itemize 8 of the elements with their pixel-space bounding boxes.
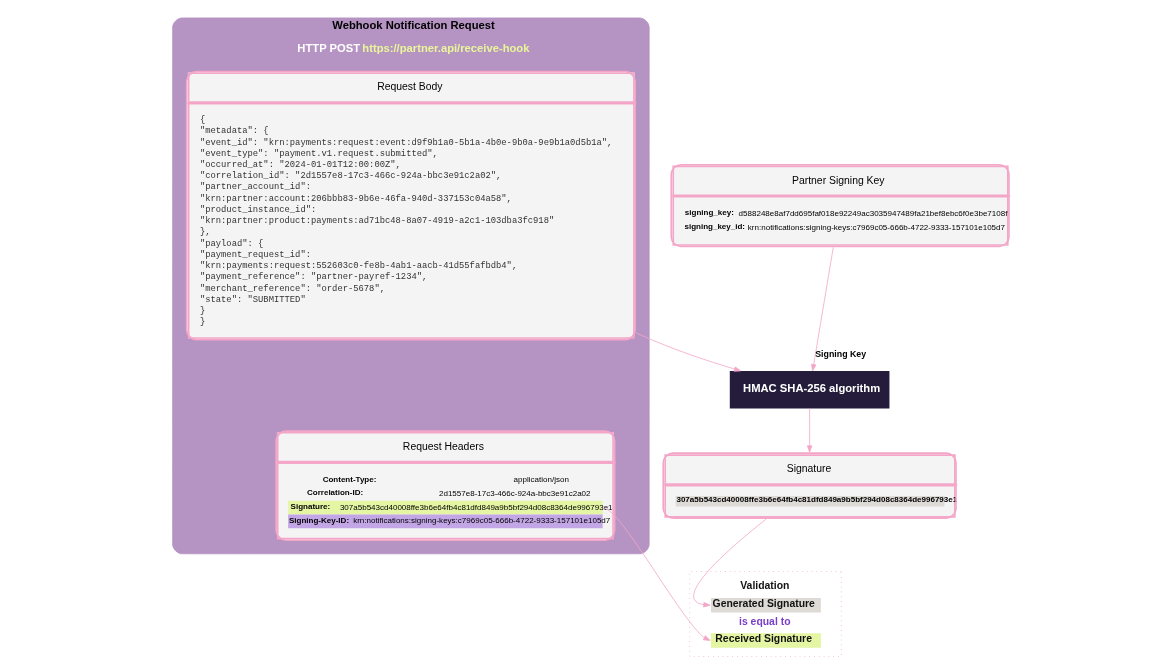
node-box: HMAC SHA-256 algorithm xyxy=(729,370,889,409)
node-box: Validation Generated Signature is equal to Received Signature xyxy=(688,571,842,657)
arrow xyxy=(635,332,741,372)
arrow xyxy=(692,518,766,608)
arrow xyxy=(602,507,711,641)
arrow xyxy=(810,247,834,372)
arrow xyxy=(806,408,812,453)
edge-label: Signing Key xyxy=(814,349,866,360)
